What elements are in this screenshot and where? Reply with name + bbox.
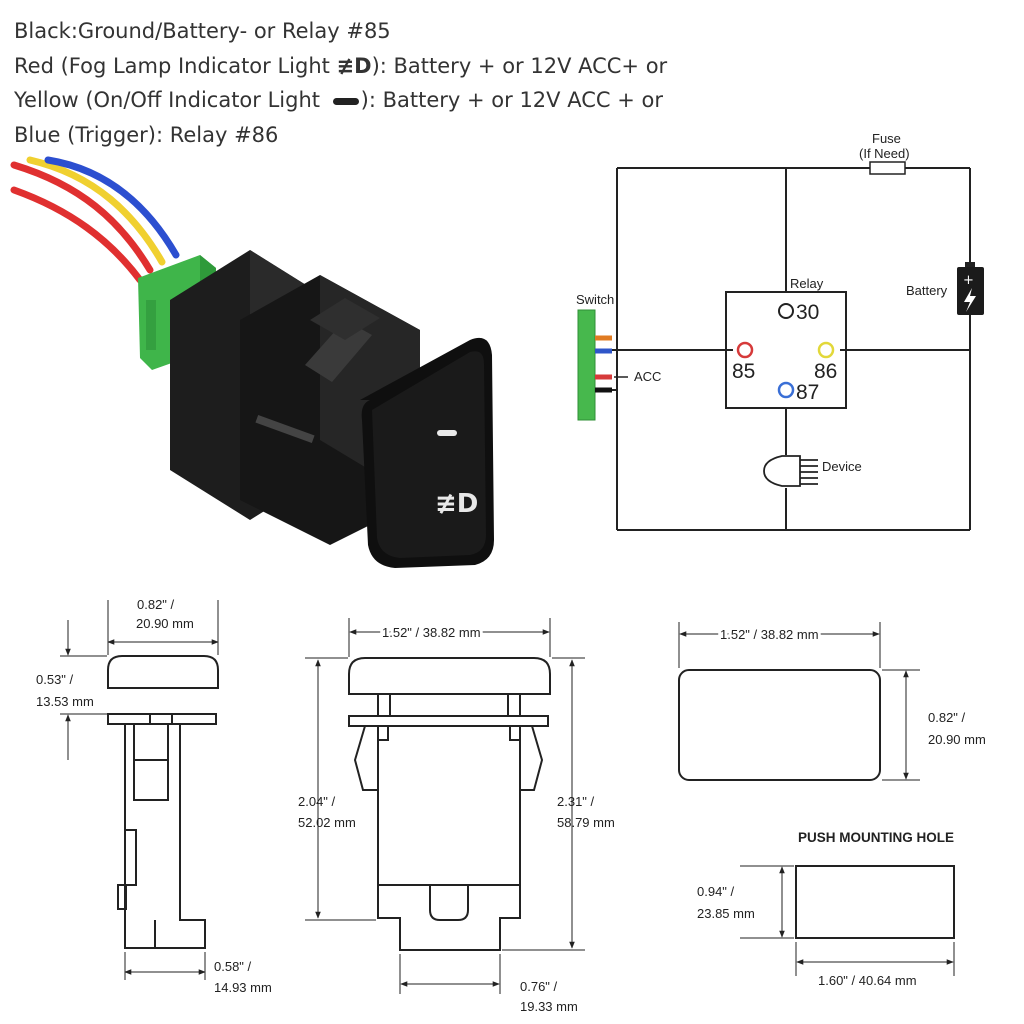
fog-lamp-icon: ≢D — [435, 489, 478, 519]
side-view — [107, 655, 219, 949]
front-body-height-inch: 2.04" / — [298, 794, 336, 809]
pin-85-label: 85 — [732, 360, 755, 383]
top-view — [678, 669, 881, 781]
acc-label: ACC — [634, 369, 661, 384]
front-total-height-mm: 58.79 mm — [557, 815, 615, 830]
front-total-height-inch: 2.31" / — [557, 794, 595, 809]
side-view-dimension-lines — [60, 600, 219, 980]
battery-label: Battery — [906, 283, 948, 298]
device-label: Device — [822, 459, 862, 474]
wire-legend: Black:Ground/Battery- or Relay #85 Red (… — [14, 14, 667, 152]
legend-blue-wire: Blue (Trigger): Relay #86 — [14, 122, 279, 147]
side-base-width-mm: 14.93 mm — [214, 980, 272, 995]
top-view-dimension-lines — [678, 622, 920, 781]
wiring-lines — [598, 167, 971, 531]
side-width-inch: 0.82" / — [137, 597, 175, 612]
hole-dimension-lines — [740, 865, 955, 976]
mounting-hole — [795, 865, 955, 939]
pin-30-marker — [778, 303, 794, 319]
top-height-inch: 0.82" / — [928, 710, 966, 725]
fuse-label: Fuse — [872, 131, 901, 146]
side-cap-height-mm: 13.53 mm — [36, 694, 94, 709]
wire-bundle — [10, 156, 180, 284]
pin-30-label: 30 — [796, 301, 819, 324]
pin-85-marker — [736, 341, 754, 359]
front-width-label: 1.52" / 38.82 mm — [382, 625, 481, 640]
switch-wires — [595, 335, 612, 393]
hole-height-inch: 0.94" / — [697, 884, 735, 899]
side-base-width-inch: 0.58" / — [214, 959, 252, 974]
top-width-label: 1.52" / 38.82 mm — [720, 627, 819, 642]
switch-body — [170, 250, 420, 545]
bar-indicator-icon — [437, 430, 457, 436]
front-base-width-mm: 19.33 mm — [520, 999, 578, 1014]
battery-icon: + — [957, 262, 984, 315]
legend-red-wire: Red (Fog Lamp Indicator Light ≢D): Batte… — [14, 49, 667, 84]
svg-text:+: + — [963, 273, 974, 288]
top-height-mm: 20.90 mm — [928, 732, 986, 747]
switch-button[interactable]: ≢D — [360, 337, 494, 568]
legend-yellow-wire: Yellow (On/Off Indicator Light ): Batter… — [14, 88, 663, 112]
switch-label: Switch — [576, 292, 614, 307]
front-view — [348, 657, 551, 951]
hole-title: PUSH MOUNTING HOLE — [798, 830, 954, 845]
relay-label: Relay — [790, 276, 824, 291]
front-view-dimension-lines — [305, 618, 585, 994]
fuse-note: (If Need) — [859, 146, 910, 161]
fuse — [869, 161, 906, 175]
fog-lamp-icon: ≢D — [336, 53, 372, 78]
pin-87-label: 87 — [796, 381, 819, 404]
pin-87-marker — [777, 381, 795, 399]
legend-black-wire: Black:Ground/Battery- or Relay #85 — [14, 19, 391, 43]
bar-indicator-icon — [332, 97, 359, 105]
hole-width-label: 1.60" / 40.64 mm — [818, 973, 917, 988]
hole-height-mm: 23.85 mm — [697, 906, 755, 921]
device-lamp-icon — [763, 455, 818, 487]
switch-connector — [577, 309, 596, 421]
side-width-mm: 20.90 mm — [136, 616, 194, 631]
front-body-height-mm: 52.02 mm — [298, 815, 356, 830]
pin-86-marker — [817, 341, 835, 359]
side-cap-height-inch: 0.53" / — [36, 672, 74, 687]
front-base-width-inch: 0.76" / — [520, 979, 558, 994]
pin-86-label: 86 — [814, 360, 837, 383]
